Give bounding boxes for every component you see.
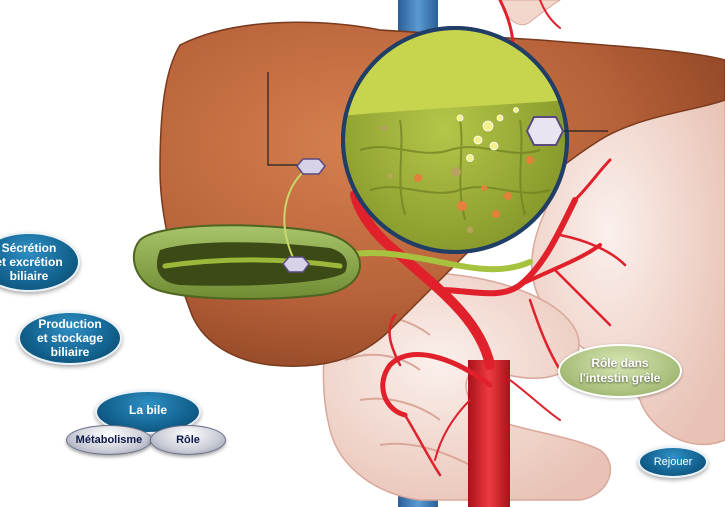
hexagon-marker-icon[interactable]: [282, 256, 310, 273]
replay-label: Rejouer: [653, 456, 693, 468]
gallbladder-interior: [156, 242, 347, 286]
secretion-label: Sécrétion et excrétion biliaire: [0, 241, 63, 283]
intestin-role-button[interactable]: Rôle dans l'intestin grêle: [558, 344, 682, 398]
role-label: Rôle: [176, 434, 200, 446]
hexagon-marker-icon[interactable]: [296, 158, 326, 175]
hexagon-marker-icon[interactable]: [525, 116, 565, 146]
bile-duct: [342, 249, 533, 273]
metabolisme-button[interactable]: Métabolisme: [66, 425, 152, 455]
bile-label: La bile: [128, 403, 167, 417]
production-label: Production et stockage biliaire: [36, 317, 104, 359]
metabolisme-label: Métabolisme: [75, 434, 143, 446]
bile-flow: [162, 257, 343, 269]
replay-button[interactable]: Rejouer: [638, 446, 708, 478]
intestin-role-label: Rôle dans l'intestin grêle: [579, 356, 661, 385]
zoom-border: [341, 26, 569, 254]
secretion-button[interactable]: Sécrétion et excrétion biliaire: [0, 232, 80, 292]
callout-lines: [267, 72, 608, 166]
zoom-view: [345, 30, 565, 250]
role-button[interactable]: Rôle: [150, 425, 226, 455]
production-button[interactable]: Production et stockage biliaire: [18, 311, 122, 365]
arteries: [350, 0, 627, 477]
